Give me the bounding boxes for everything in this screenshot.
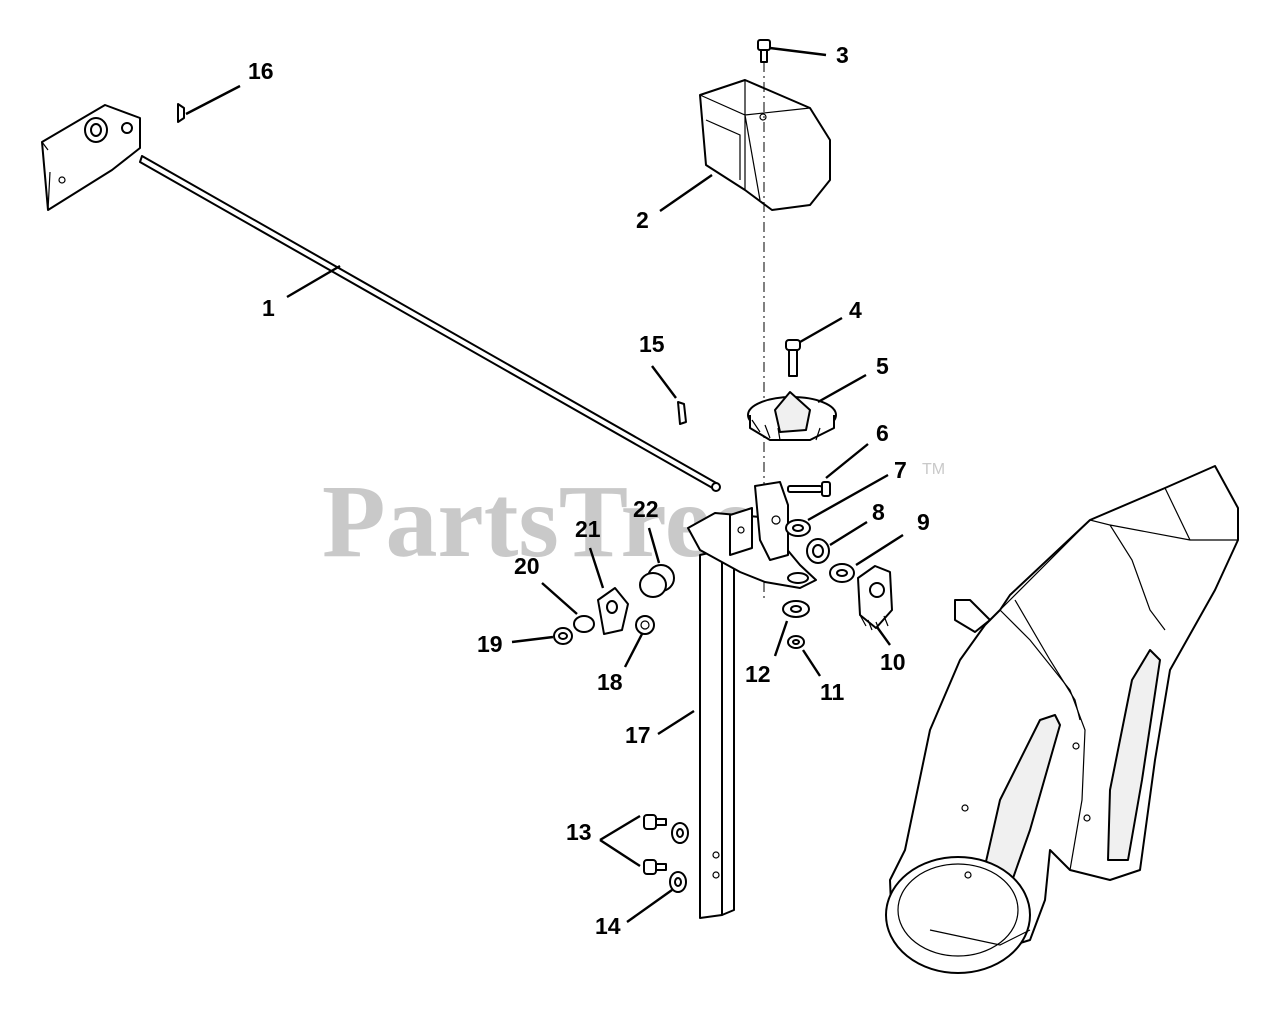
callout-21: 21 (575, 516, 601, 542)
part-screw-3 (757, 39, 771, 63)
callout-2: 2 (636, 207, 649, 233)
part-rod-1 (139, 155, 721, 492)
part-bushing-22 (639, 564, 675, 598)
watermark: PartsTree TM (322, 461, 945, 579)
callout-6: 6 (876, 420, 889, 446)
part-gear-5 (747, 391, 837, 441)
part-cap-2 (699, 79, 831, 211)
callout-14: 14 (595, 913, 621, 939)
part-gear-bracket-10 (857, 565, 893, 633)
part-screw-6 (787, 481, 831, 497)
callout-13: 13 (566, 819, 592, 845)
part-bolts-13 (643, 814, 667, 875)
callout-5: 5 (876, 353, 889, 379)
callout-16: 16 (248, 58, 274, 84)
part-tube-17 (699, 539, 735, 919)
part-spring-18 (635, 615, 655, 635)
callout-9: 9 (917, 509, 930, 535)
callout-12: 12 (745, 661, 771, 687)
part-bracket-16 (41, 103, 185, 211)
callout-15: 15 (639, 331, 665, 357)
part-cam-21 (597, 587, 629, 635)
part-washer-9 (829, 563, 855, 583)
callout-18: 18 (597, 669, 623, 695)
part-bushing-8 (806, 538, 830, 564)
callout-17: 17 (625, 722, 651, 748)
callout-4: 4 (849, 297, 862, 323)
callout-7: 7 (894, 457, 907, 483)
part-discharge-chute (885, 465, 1239, 974)
callout-19: 19 (477, 631, 503, 657)
callout-1: 1 (262, 295, 275, 321)
part-pin-4 (785, 339, 801, 377)
leader-lines (185, 46, 904, 923)
callout-labels: 16 1 2 3 4 5 6 7 8 9 10 11 12 13 14 15 1… (248, 42, 930, 939)
watermark-text: PartsTree (322, 464, 757, 579)
part-washer-20 (573, 615, 595, 633)
watermark-trademark: TM (922, 461, 945, 478)
part-nut-19 (553, 627, 573, 645)
callout-8: 8 (872, 499, 885, 525)
callout-10: 10 (880, 649, 906, 675)
part-nut-11 (787, 635, 805, 649)
part-pin-15 (677, 401, 687, 425)
callout-11: 11 (820, 679, 845, 705)
part-washer-12 (782, 600, 810, 618)
callout-22: 22 (633, 496, 659, 522)
callout-20: 20 (514, 553, 540, 579)
part-bracket-7 (687, 481, 817, 589)
part-washers-14 (669, 822, 689, 893)
callout-3: 3 (836, 42, 849, 68)
